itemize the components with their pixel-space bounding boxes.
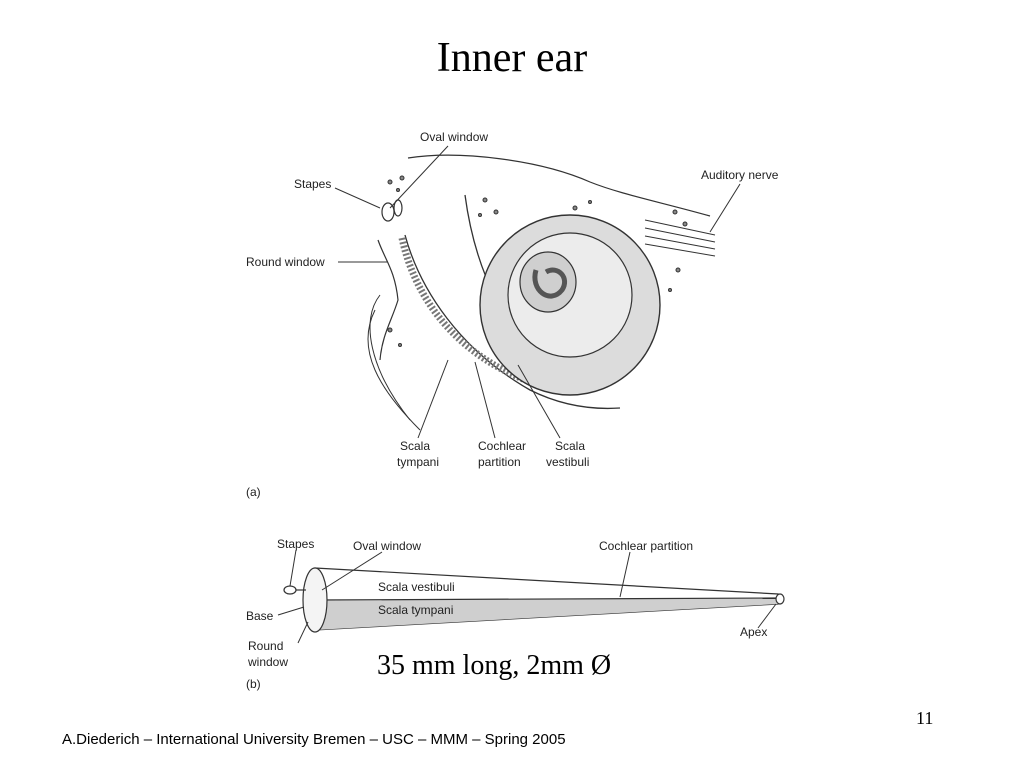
round-window-label-b-1: Round <box>248 639 283 653</box>
apex-label: Apex <box>740 625 767 639</box>
cochlear-partition-label-a-1: Cochlear <box>478 439 526 453</box>
inner-ear-figure: Oval window Stapes Auditory nerve Round … <box>240 120 800 700</box>
cochlear-partition-label-b: Cochlear partition <box>599 539 693 553</box>
slide-footer: A.Diederich – International University B… <box>62 731 566 748</box>
panel-a-label: (a) <box>246 485 261 499</box>
oval-window-label-b: Oval window <box>353 539 421 553</box>
leader-lines-a <box>334 145 741 439</box>
auditory-nerve-label: Auditory nerve <box>701 168 779 182</box>
inner-ear-diagram: Oval window Stapes Auditory nerve Round … <box>246 130 785 691</box>
unrolled-cochlea-drawing <box>283 567 785 633</box>
cochlea-size-caption: 35 mm long, 2mm Ø <box>377 650 612 681</box>
round-window-label-b-2: window <box>247 655 288 669</box>
scala-tympani-label-b: Scala tympani <box>378 603 453 617</box>
slide-title: Inner ear <box>436 35 588 81</box>
leader-lines-b <box>277 549 777 644</box>
scala-vestibuli-label-a-2: vestibuli <box>546 455 589 469</box>
scala-tympani-label-a-1: Scala <box>400 439 430 453</box>
stapes-label-b: Stapes <box>277 537 314 551</box>
cochlear-partition-label-a-2: partition <box>478 455 521 469</box>
scala-vestibuli-label-b: Scala vestibuli <box>378 580 455 594</box>
base-label: Base <box>246 609 274 623</box>
cochlea-drawing <box>367 154 716 431</box>
stapes-label-a: Stapes <box>294 177 331 191</box>
oval-window-label-a: Oval window <box>420 130 488 144</box>
panel-b-label: (b) <box>246 677 261 691</box>
scala-vestibuli-label-a-1: Scala <box>555 439 585 453</box>
round-window-label-a: Round window <box>246 255 325 269</box>
scala-tympani-label-a-2: tympani <box>397 455 439 469</box>
page-number: 11 <box>916 708 934 728</box>
